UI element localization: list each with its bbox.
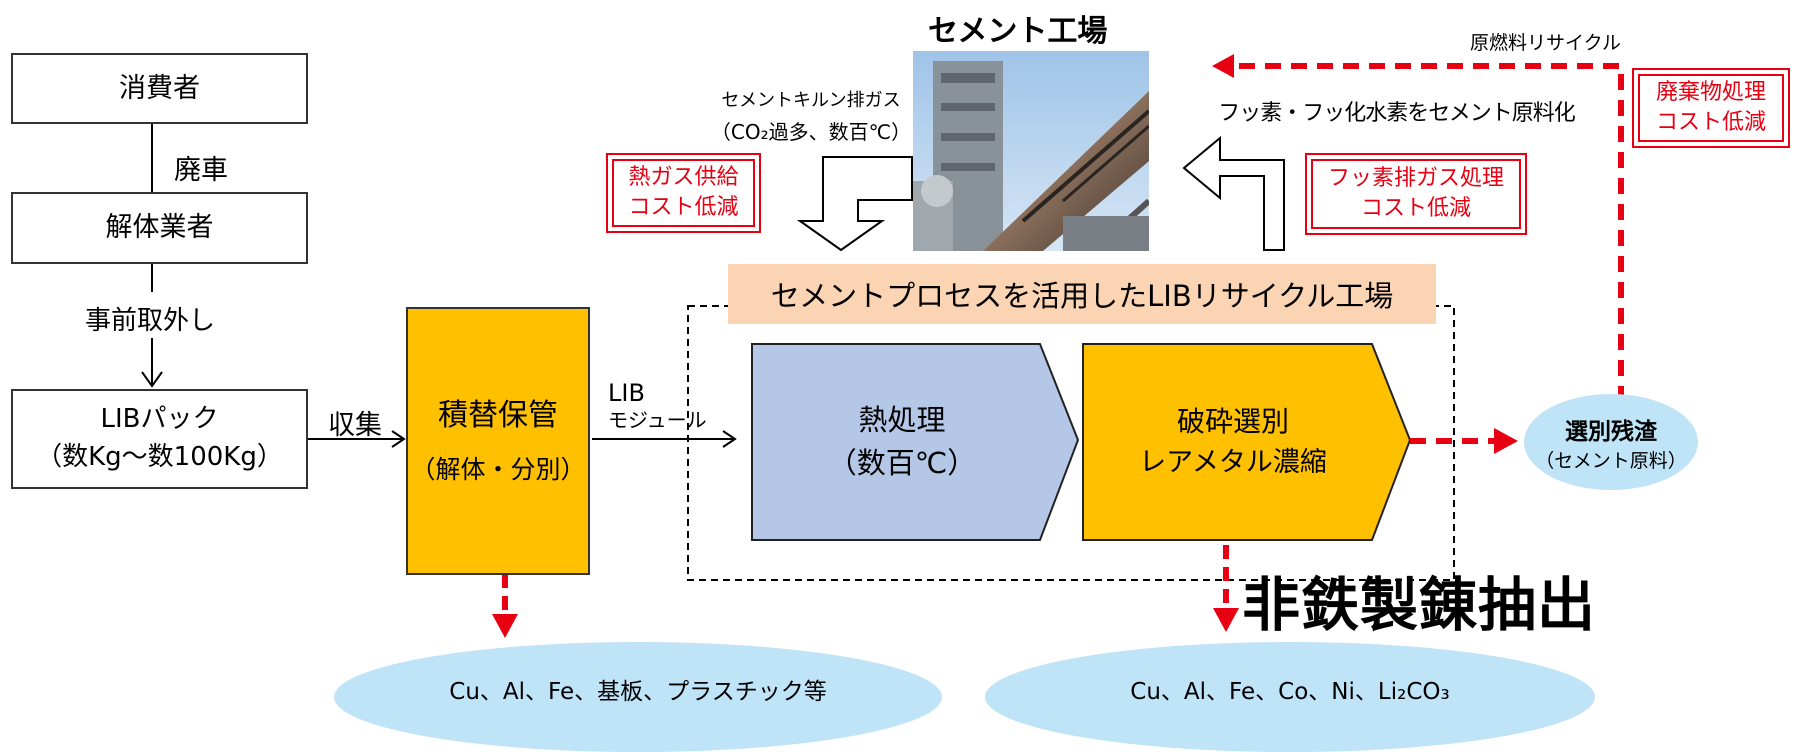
cement-kiln-image bbox=[913, 51, 1149, 251]
heat-treatment-shape bbox=[751, 343, 1080, 541]
output-left-text: Cu、Al、Fe、基板、プラスチック等 bbox=[449, 679, 827, 705]
kiln-gas-label: セメントキルン排ガス （CO₂過多、数百℃） bbox=[706, 86, 916, 145]
hot-gas-cost-box: 熱ガス供給 コスト低減 bbox=[606, 153, 761, 233]
consumer-box: 消費者 bbox=[11, 53, 308, 124]
output-right-text: Cu、Al、Fe、Co、Ni、Li₂CO₃ bbox=[1130, 679, 1450, 705]
waste-line2: コスト低減 bbox=[1655, 110, 1766, 135]
heat-treatment-text: 熱処理 （数百℃） bbox=[752, 344, 1052, 540]
dismantler-box: 解体業者 bbox=[11, 192, 308, 264]
residue-title: 選別残渣 bbox=[1565, 418, 1657, 445]
crush-separation-title: 破砕選別 bbox=[1176, 404, 1289, 438]
lib-module-label: LIB モジュール bbox=[608, 378, 707, 433]
kiln-gas-line2: （CO₂過多、数百℃） bbox=[710, 120, 912, 144]
hot-gas-line1: 熱ガス供給 bbox=[628, 165, 739, 191]
lib-pack-label: LIBパック bbox=[100, 404, 219, 435]
nonferrous-label: 非鉄製錬抽出 bbox=[1242, 571, 1597, 639]
waste-cost-box: 廃棄物処理 コスト低減 bbox=[1632, 68, 1790, 148]
scrap-car-label: 廃車 bbox=[174, 155, 228, 186]
diagram-connectors bbox=[141, 54, 1624, 638]
factory-title: セメントプロセスを活用したLIBリサイクル工場 bbox=[770, 279, 1394, 313]
fluorine-text-box: フッ素・フッ化水素をセメント原料化 bbox=[1213, 86, 1580, 136]
lib-pack-weight: （数Kg～数100Kg） bbox=[36, 442, 283, 472]
lib-module-line1: LIB bbox=[608, 379, 645, 407]
consumer-label: 消費者 bbox=[119, 72, 200, 104]
residue-subtitle: （セメント原料） bbox=[1535, 449, 1687, 472]
storage-title: 積替保管 bbox=[438, 398, 558, 434]
fluorine-gas-line2: コスト低減 bbox=[1360, 196, 1471, 221]
hot-gas-line2: コスト低減 bbox=[628, 195, 739, 220]
lib-pack-box: LIBパック （数Kg～数100Kg） bbox=[11, 389, 308, 489]
fluorine-gas-cost-box: フッ素排ガス処理 コスト低減 bbox=[1305, 153, 1527, 235]
cement-plant-photo bbox=[913, 51, 1149, 251]
residue-ellipse: 選別残渣 （セメント原料） bbox=[1524, 394, 1698, 490]
crush-separation-text: 破砕選別 レアメタル濃縮 bbox=[1083, 344, 1383, 540]
raw-fuel-recycle-line bbox=[1226, 63, 1624, 402]
heat-treatment-title: 熱処理 bbox=[858, 402, 946, 437]
fluorine-text: フッ素・フッ化水素をセメント原料化 bbox=[1218, 101, 1576, 126]
kiln-gas-line1: セメントキルン排ガス bbox=[721, 90, 901, 111]
pre-removal-label: 事前取外し bbox=[85, 306, 216, 336]
dismantler-label: 解体業者 bbox=[105, 212, 214, 244]
heat-treatment-temp: （数百℃） bbox=[827, 446, 977, 480]
factory-title-banner: セメントプロセスを活用したLIBリサイクル工場 bbox=[728, 264, 1436, 324]
fluorine-hollow-arrow bbox=[1182, 135, 1285, 251]
storage-subtitle: （解体・分別） bbox=[410, 454, 586, 484]
storage-box: 積替保管 （解体・分別） bbox=[406, 307, 590, 575]
crush-separation-shape bbox=[1082, 343, 1412, 541]
collection-label: 収集 bbox=[328, 410, 382, 441]
output-left-ellipse: Cu、Al、Fe、基板、プラスチック等 bbox=[334, 642, 942, 752]
fluorine-gas-line1: フッ素排ガス処理 bbox=[1327, 166, 1504, 192]
waste-line1: 廃棄物処理 bbox=[1655, 80, 1766, 106]
lib-module-line2: モジュール bbox=[608, 408, 707, 432]
raw-fuel-recycle-label: 原燃料リサイクル bbox=[1470, 32, 1622, 54]
cement-plant-title: セメント工場 bbox=[928, 14, 1108, 49]
output-right-ellipse: Cu、Al、Fe、Co、Ni、Li₂CO₃ bbox=[985, 642, 1595, 752]
crush-separation-subtitle: レアメタル濃縮 bbox=[1139, 446, 1327, 478]
factory-boundary bbox=[687, 305, 1455, 581]
